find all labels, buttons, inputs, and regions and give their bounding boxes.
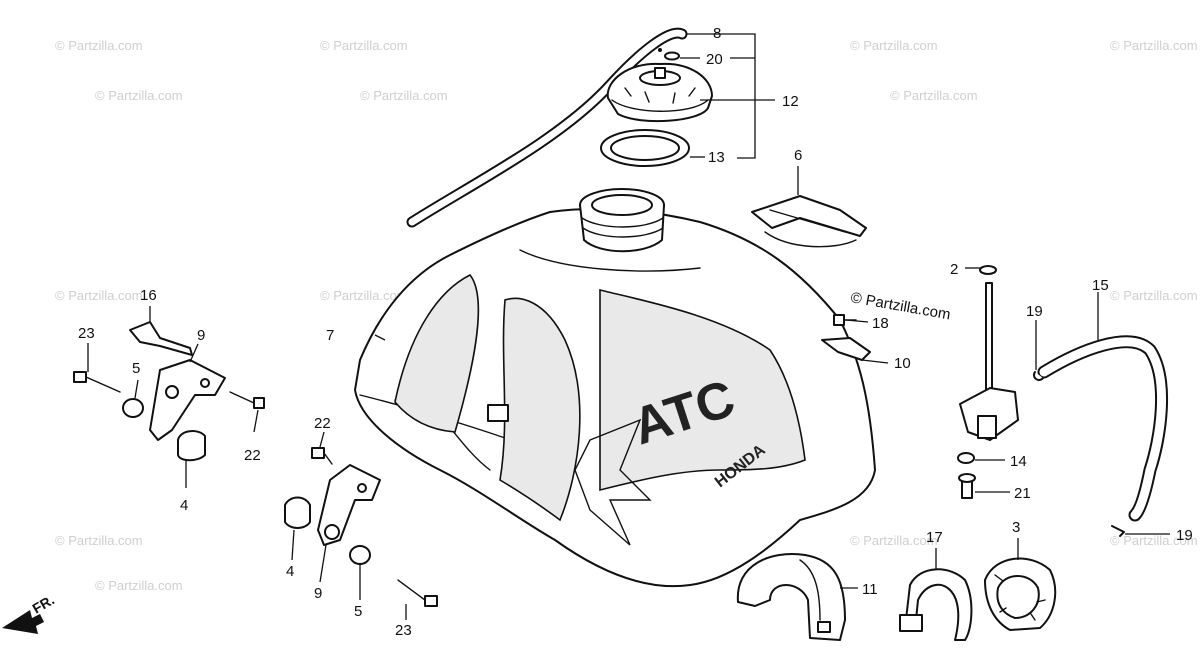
callout-22-upper: 22 [244,447,261,464]
callout-15: 15 [1092,277,1109,294]
watermark: © Partzilla.com [55,288,143,303]
watermark: © Partzilla.com [850,38,938,53]
callout-6: 6 [794,147,802,164]
callout-9-upper: 9 [197,327,205,344]
callout-21: 21 [1014,485,1031,502]
fuel-tank: ATC HONDA [354,188,876,588]
watermark: © Partzilla.com [95,88,183,103]
callout-14: 14 [1010,453,1027,470]
brand-text: © Partzilla.com [849,289,951,323]
front-arrow: FR. [2,591,57,634]
callout-4-upper: 4 [180,497,188,514]
callout-22-lower: 22 [314,415,331,432]
watermark: © Partzilla.com [320,288,408,303]
callouts: 8 20 12 13 6 2 15 19 18 10 14 21 19 3 17… [78,25,1193,639]
callout-7: 7 [326,327,334,344]
callout-10: 10 [894,355,911,372]
front-label: FR. [30,591,58,616]
callout-3: 3 [1012,519,1020,536]
leader-lines [87,33,1170,620]
callout-5-lower: 5 [354,603,362,620]
callout-20: 20 [706,51,723,68]
callout-9-lower: 9 [314,585,322,602]
band-11 [736,553,846,641]
callout-17: 17 [926,529,943,546]
clip-20-dot [658,48,662,52]
watermark: © Partzilla.com [850,533,938,548]
cap-gasket [600,129,690,167]
watermark: © Partzilla.com [95,578,183,593]
clip-20 [664,51,680,61]
watermark: © Partzilla.com [320,38,408,53]
fuel-valve [957,265,1019,499]
callout-8: 8 [713,25,721,42]
plate-10 [821,337,871,361]
band-3 [984,557,1057,631]
watermark: © Partzilla.com [1110,533,1198,548]
callout-19-upper: 19 [1026,303,1043,320]
band-17 [899,568,973,641]
callout-2: 2 [950,261,958,278]
watermark: © Partzilla.com [55,533,143,548]
callout-12: 12 [782,93,799,110]
hose-clip-19-upper [1033,371,1044,381]
callout-18: 18 [872,315,889,332]
callout-23-upper: 23 [78,325,95,342]
watermark: © Partzilla.com [890,88,978,103]
callout-13: 13 [708,149,725,166]
fuel-cap [606,62,713,123]
watermarks: © Partzilla.com © Partzilla.com © Partzi… [55,38,1198,593]
bracket-assembly-upper [73,321,265,462]
callout-19-lower: 19 [1176,527,1193,544]
callout-4-lower: 4 [286,563,294,580]
fuel-hose-inner [1039,337,1167,520]
breather-hose-inner [408,29,686,226]
watermark: © Partzilla.com [360,88,448,103]
callout-23-lower: 23 [395,622,412,639]
callout-5-upper: 5 [132,360,140,377]
callout-16: 16 [140,287,157,304]
watermark: © Partzilla.com [55,38,143,53]
bracket-6 [751,195,867,248]
bracket-assembly-lower [284,447,438,607]
callout-11: 11 [862,581,878,598]
front-arrow-icon [2,610,44,634]
hose-clip-19-lower [1111,525,1125,537]
watermark: © Partzilla.com [1110,288,1198,303]
watermark: © Partzilla.com [1110,38,1198,53]
